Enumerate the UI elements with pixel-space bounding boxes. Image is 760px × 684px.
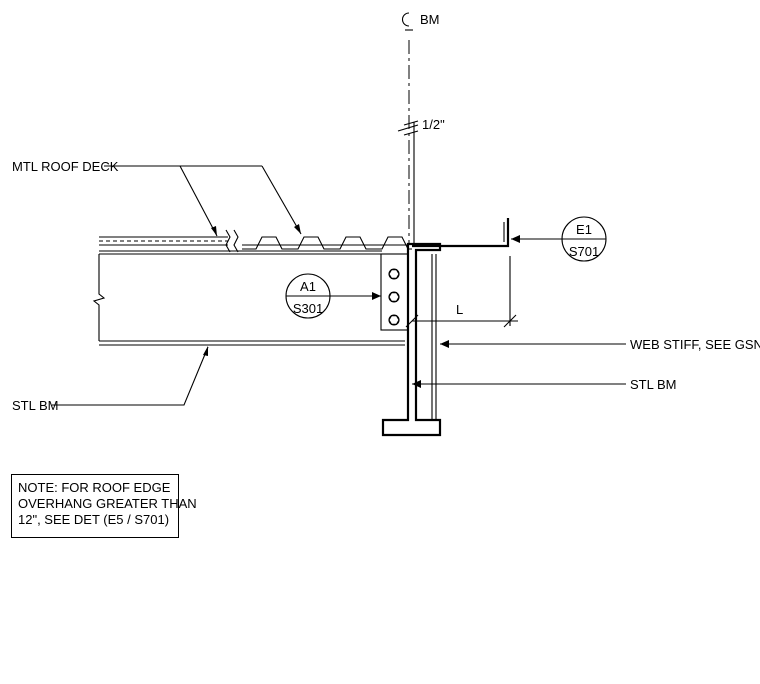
centerline-label: BM <box>420 12 440 27</box>
bolt <box>388 291 400 303</box>
bolt <box>388 314 400 326</box>
shear-tab-plate <box>380 253 409 331</box>
deck-label: MTL ROOF DECK <box>12 159 119 174</box>
half-inch-dimension <box>397 120 419 245</box>
beam-right-leader <box>412 380 626 388</box>
note-box: NOTE: FOR ROOF EDGE OVERHANG GREATER THA… <box>11 474 197 538</box>
note-line: OVERHANG GREATER THAN <box>18 496 197 511</box>
beam-left-leader <box>52 346 209 406</box>
web-stiff-leader <box>440 340 626 348</box>
beam-right-label: STL BM <box>630 377 676 392</box>
half-inch-label: 1/2" <box>422 117 445 132</box>
metal-roof-deck <box>99 229 412 253</box>
callout-a1-detail: A1 <box>300 279 316 294</box>
bolt <box>388 268 400 280</box>
beam-left-label: STL BM <box>12 398 58 413</box>
note-line: NOTE: FOR ROOF EDGE <box>18 480 171 495</box>
callout-e1-detail: E1 <box>576 222 592 237</box>
web-stiff-label: WEB STIFF, SEE GSN <box>630 337 760 352</box>
note-line: 12", SEE DET (E5 / S701) <box>18 512 170 527</box>
l-dimension <box>405 256 518 328</box>
centerline-symbol <box>401 12 413 31</box>
left-steel-beam <box>92 250 405 346</box>
right-steel-beam-section <box>381 242 442 437</box>
deck-leaders <box>104 165 302 237</box>
dimension-l-label: L <box>456 302 463 317</box>
callout-a1-sheet: S301 <box>293 301 323 316</box>
callout-e1-sheet: S701 <box>569 244 599 259</box>
edge-angle <box>412 218 510 248</box>
callout-e1[interactable]: E1 S701 <box>511 216 607 262</box>
callout-a1[interactable]: A1 S301 <box>285 273 381 319</box>
